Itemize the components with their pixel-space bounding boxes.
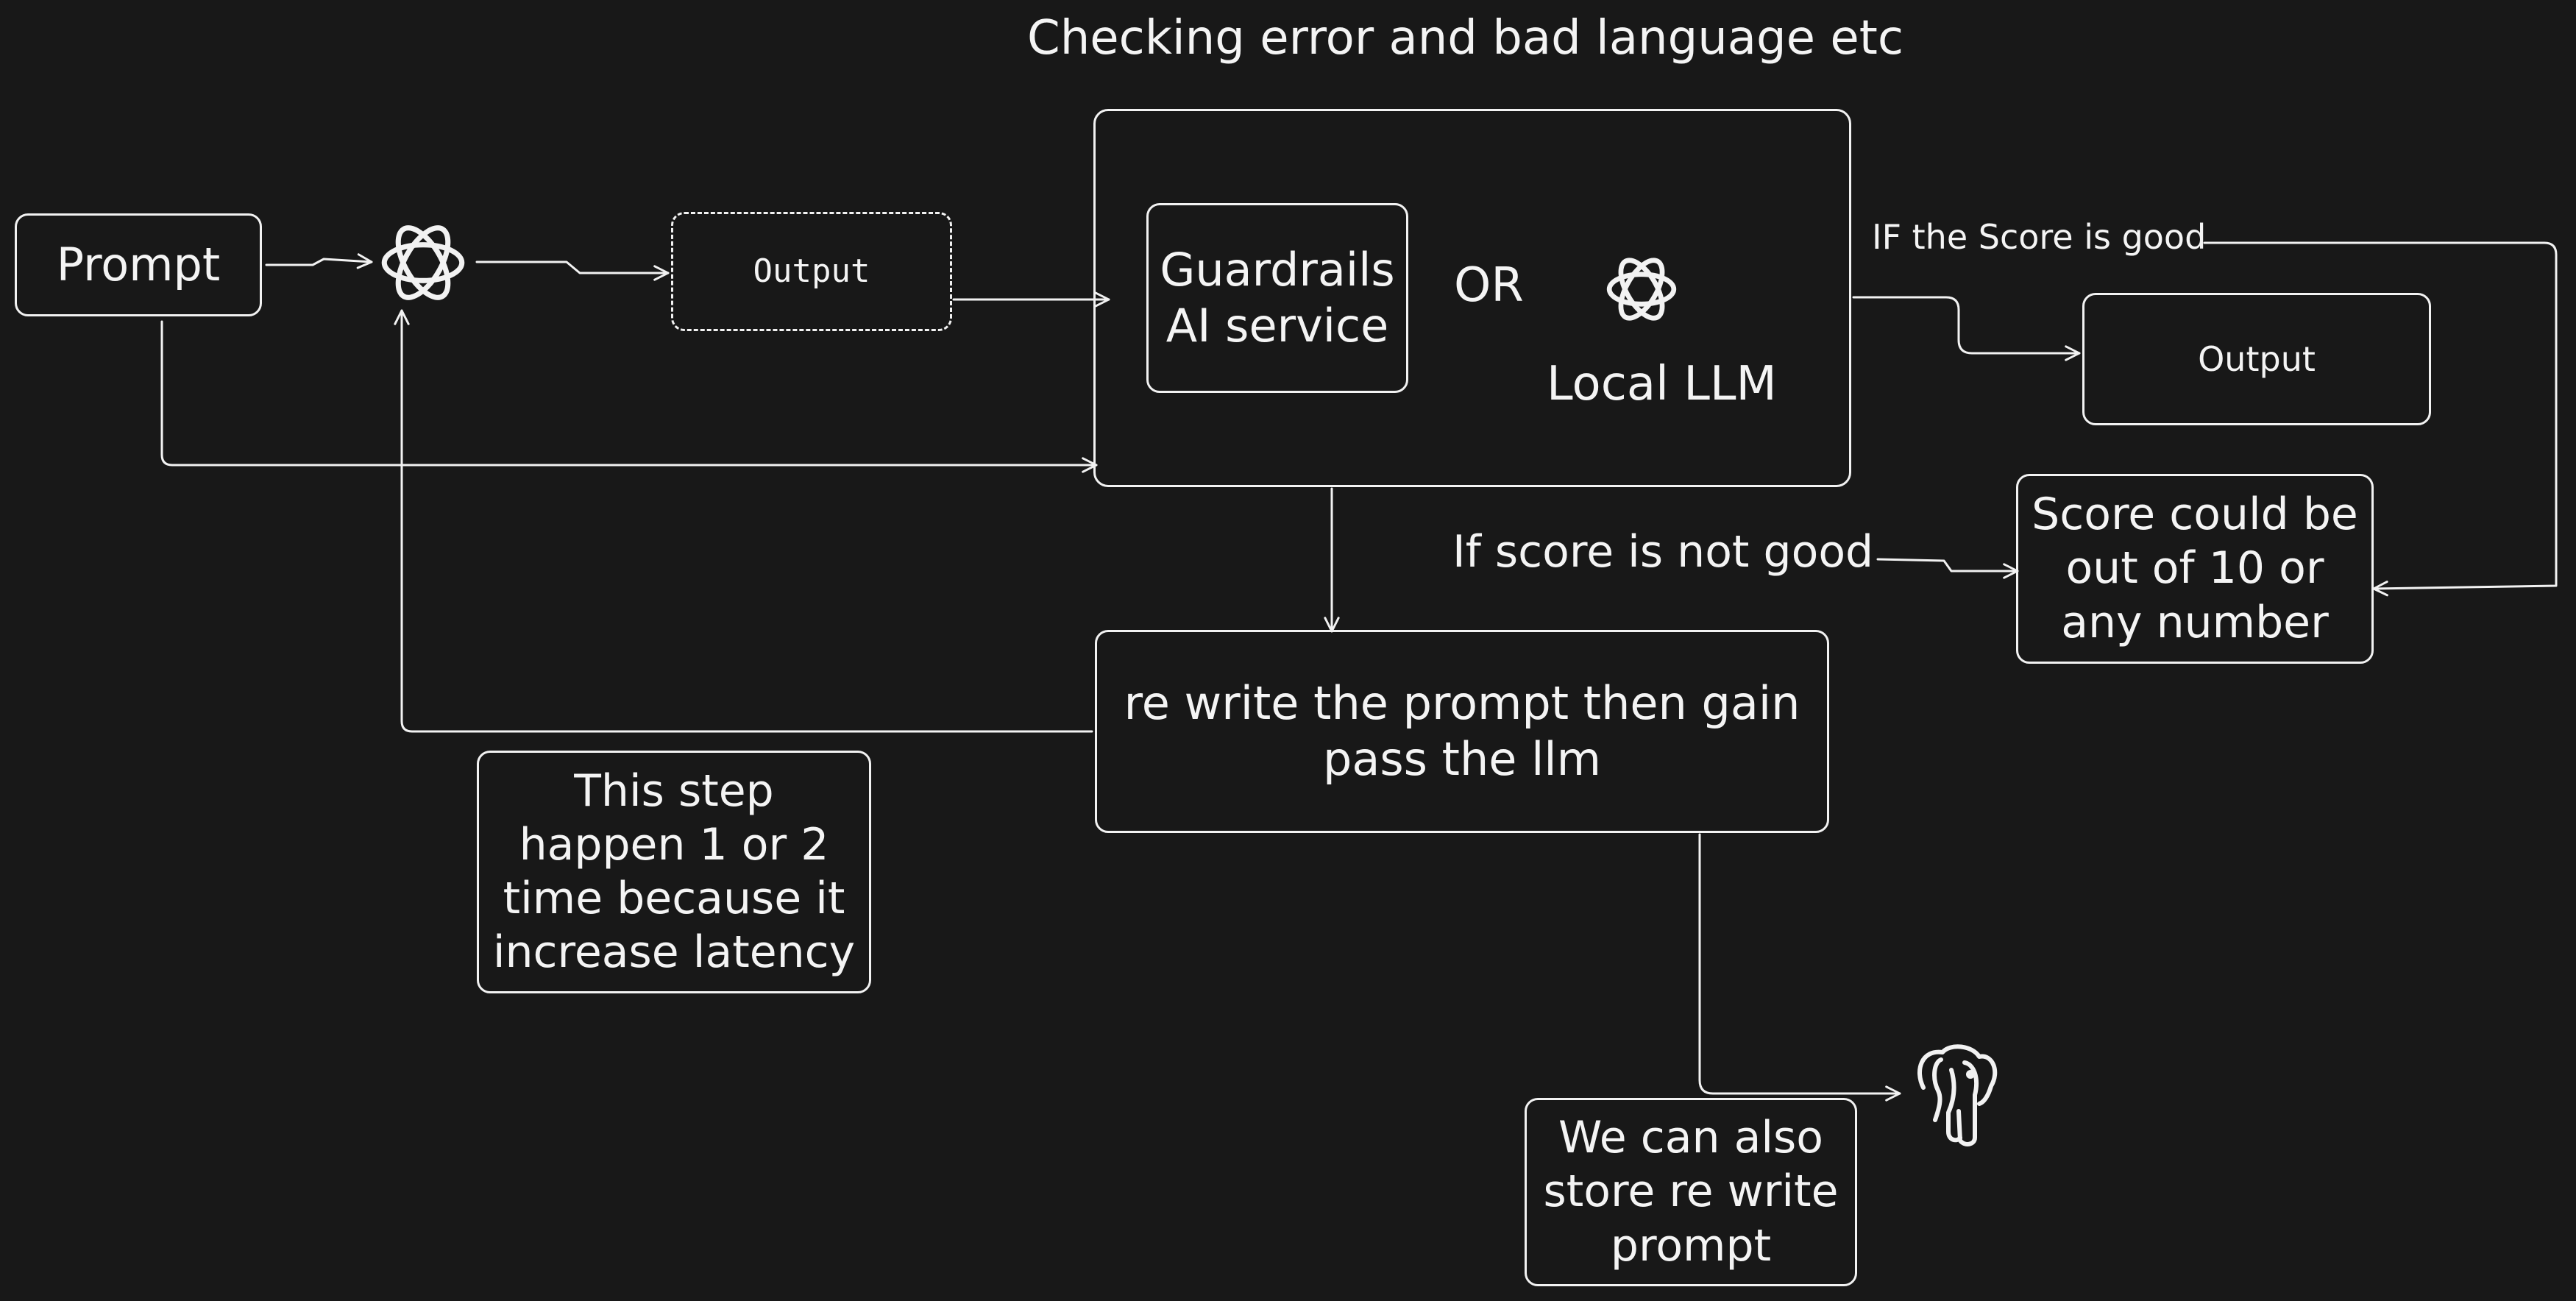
postgresql-elephant-icon [1917,1044,1998,1146]
rewrite-label: re write the prompt then gain pass the l… [1124,676,1800,786]
edge-prompt-to-guardrails-lower [160,320,1098,473]
guardrails-label: Guardrails AI service [1160,243,1395,352]
edge-score-good-to-note [2203,241,2558,597]
diagram-title: Checking error and bad language etc [1027,11,1903,65]
edge-llm-to-output [475,260,670,281]
guardrails-ai-service-node: Guardrails AI service [1146,203,1408,393]
edge-prompt-to-llm [265,253,373,269]
rewrite-prompt-node: re write the prompt then gain pass the l… [1095,630,1829,833]
score-note-node: Score could be out of 10 or any number [2016,474,2374,664]
output-node-dashed: Output [671,212,952,331]
edge-rewrite-to-llm [394,309,1093,733]
score-note-label: Score could be out of 10 or any number [2032,489,2358,648]
store-note-label: We can also store re write prompt [1543,1112,1839,1272]
edge-rewrite-to-database [1698,833,1901,1102]
local-llm-label: Local LLM [1547,357,1777,411]
step-note-node: This step happen 1 or 2 time because it … [477,751,871,993]
openai-logo-icon-local [1606,258,1677,321]
step-note-label: This step happen 1 or 2 time because it … [492,765,856,979]
store-note-node: We can also store re write prompt [1525,1098,1857,1286]
output-dashed-label: Output [753,252,870,291]
edge-not-good-to-note [1876,558,2019,579]
openai-logo-icon [381,225,465,300]
prompt-node: Prompt [15,213,262,316]
output-node: Output [2082,293,2431,425]
score-good-label: IF the Score is good [1872,217,2207,257]
guardrails-container [1093,109,1851,487]
edge-guardrails-to-output [1852,296,2081,361]
score-not-good-label: If score is not good [1452,526,1874,578]
or-label: OR [1454,258,1524,313]
output-label: Output [2198,338,2316,379]
prompt-label: Prompt [56,238,221,292]
